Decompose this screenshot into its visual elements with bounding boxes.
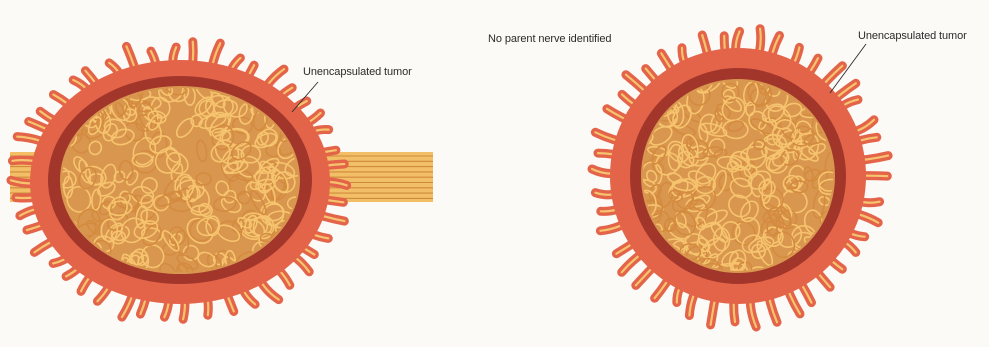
label-unencapsulated-tumor-left: Unencapsulated tumor (303, 66, 412, 78)
tumor-core-right (641, 79, 835, 273)
label-no-parent-nerve: No parent nerve identified (488, 33, 611, 45)
tumor-left (11, 42, 347, 320)
tumor-right (592, 29, 888, 327)
label-unencapsulated-tumor-right: Unencapsulated tumor (858, 30, 967, 42)
